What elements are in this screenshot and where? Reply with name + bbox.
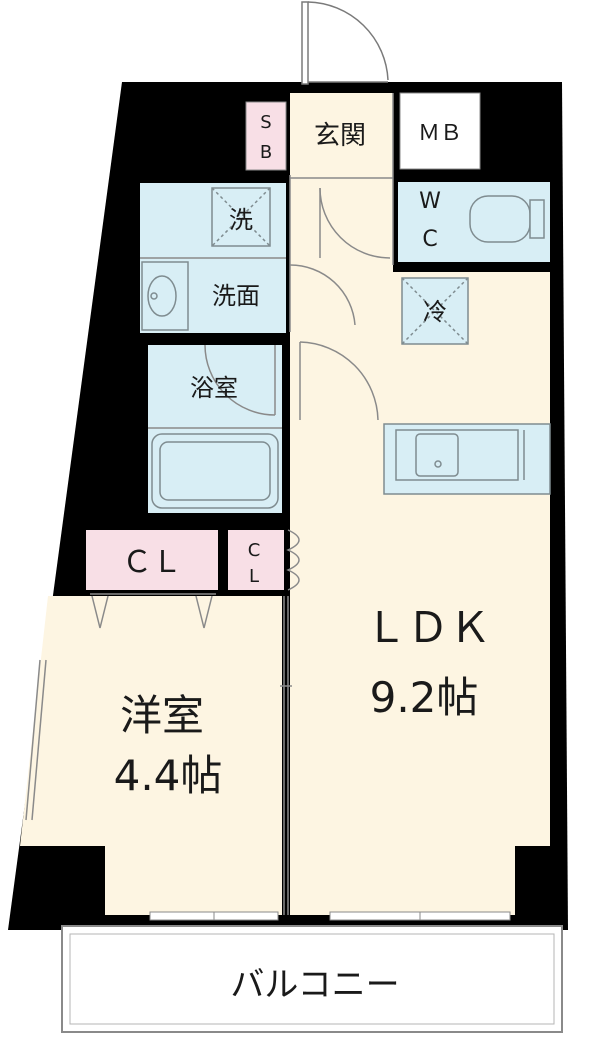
fridge-label: 冷 xyxy=(423,298,447,326)
bath-label: 浴室 xyxy=(190,374,238,402)
washer-label: 洗 xyxy=(229,206,253,234)
washroom-label: 洗面 xyxy=(212,282,260,310)
entrance-label: 玄関 xyxy=(314,121,366,151)
ldk-floor xyxy=(290,272,550,915)
labels: S B 玄関 ＭＢ 洗 W C 洗面 冷 浴室 ＣＬ C L ＬＤＫ 9.2帖 … xyxy=(114,112,491,1005)
wc-label-bottom: C xyxy=(422,227,437,252)
cl-large-floor xyxy=(86,530,218,590)
windows-bottom xyxy=(149,911,511,921)
western-name-label: 洋室 xyxy=(120,691,204,740)
western-room-floor xyxy=(20,596,282,915)
fridge-space xyxy=(401,277,469,345)
cl-small-floor xyxy=(228,530,284,590)
cl-large-label: ＣＬ xyxy=(122,545,182,580)
cl-small-label-bottom: L xyxy=(249,566,259,587)
western-size-label: 4.4帖 xyxy=(114,751,223,800)
wc-label-top: W xyxy=(419,189,441,214)
mb-floor xyxy=(399,92,481,170)
balcony-area xyxy=(61,925,563,1033)
sb-label-bottom: B xyxy=(260,142,272,163)
entrance-door xyxy=(301,1,389,85)
fixtures xyxy=(141,187,551,509)
mb-label: ＭＢ xyxy=(418,121,462,146)
kitchen-counter xyxy=(383,423,551,495)
ldk-size-label: 9.2帖 xyxy=(370,673,479,722)
bathtub xyxy=(151,433,279,509)
sb-label-top: S xyxy=(260,112,271,133)
ldk-name-label: ＬＤＫ xyxy=(365,603,491,652)
sb-floor xyxy=(245,101,287,171)
wash-basin xyxy=(141,261,189,331)
interior-partitions xyxy=(25,93,394,915)
balcony-label: バルコニー xyxy=(230,965,399,1005)
toilet xyxy=(469,195,531,243)
balcony xyxy=(61,925,563,1033)
cl-small-label-top: C xyxy=(248,540,261,561)
